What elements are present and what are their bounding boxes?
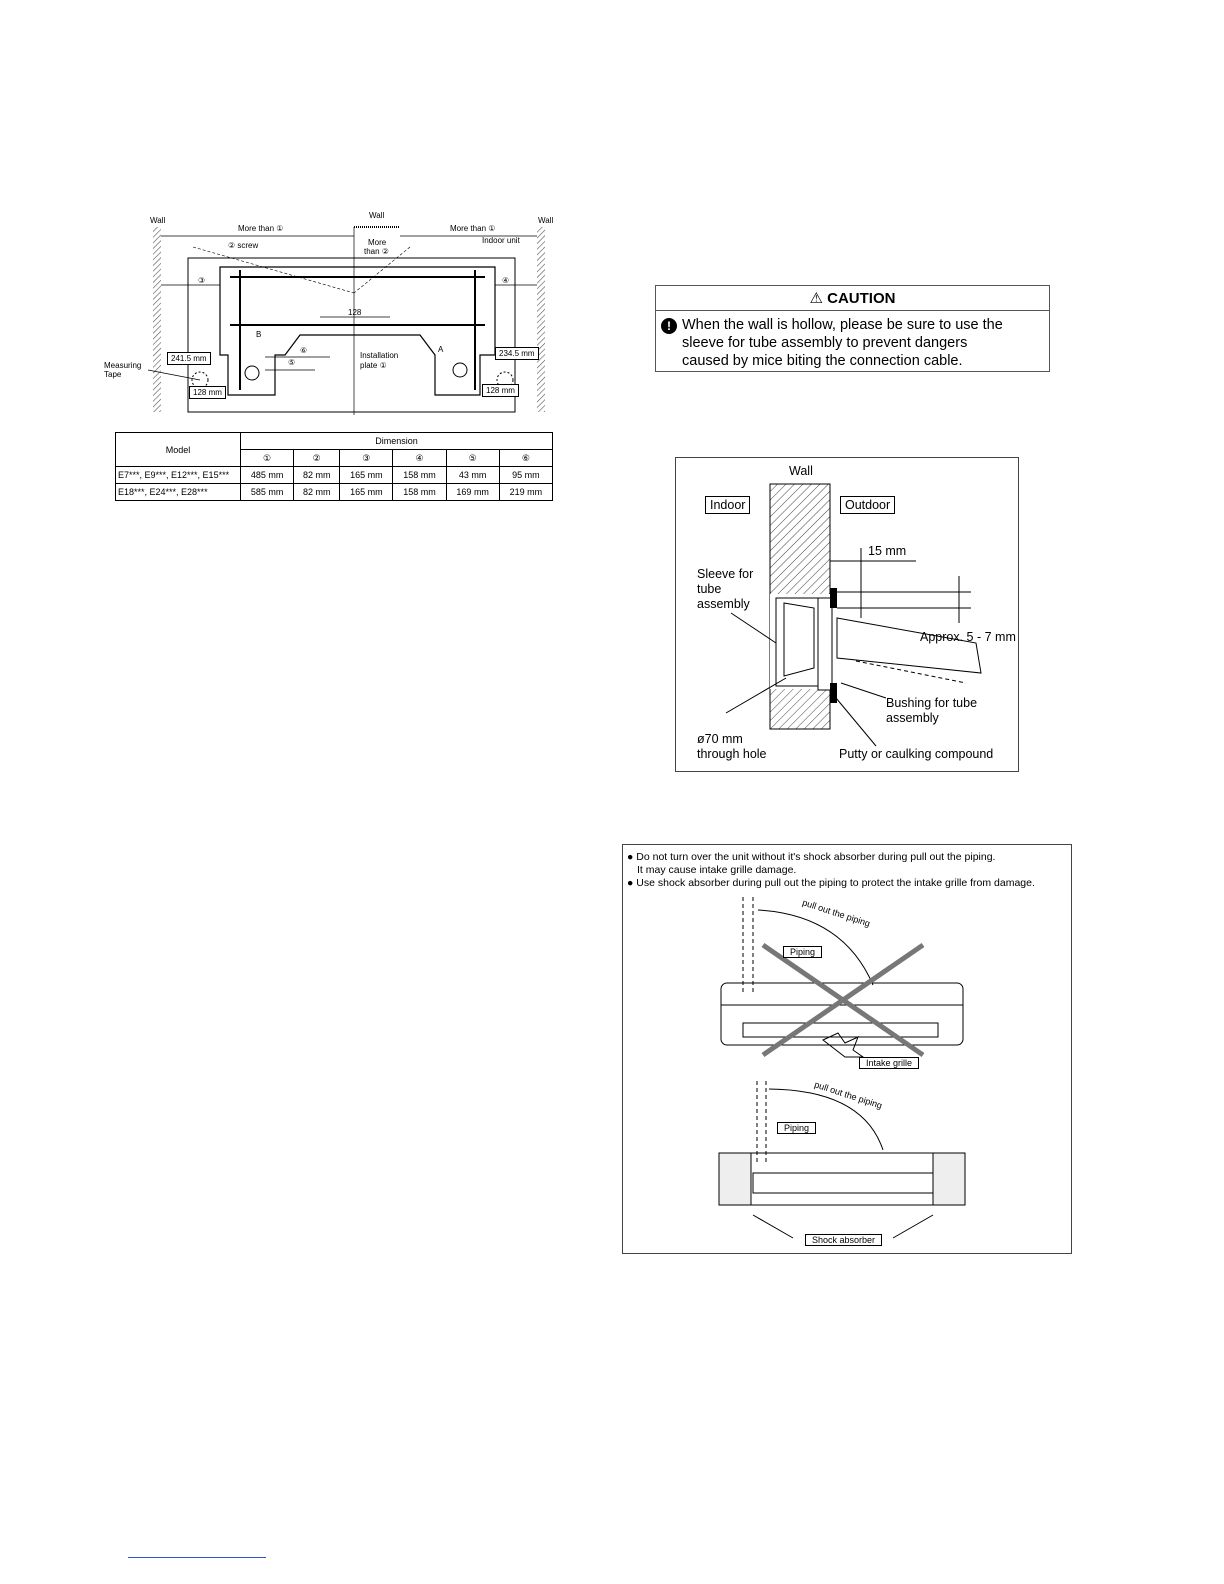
hole-label-2: through hole xyxy=(697,747,767,761)
model-cell: E7***, E9***, E12***, E15*** xyxy=(115,466,241,484)
table-row: E18***, E24***, E28*** 585 mm 82 mm 165 … xyxy=(115,483,554,501)
measuring-label: Measuring xyxy=(104,361,142,370)
right-bottom-box: 128 mm xyxy=(482,384,519,397)
indoor-tag: Indoor xyxy=(705,496,751,514)
dim-cell: 158 mm xyxy=(392,466,447,484)
shock-absorber-tag: Shock absorber xyxy=(805,1234,883,1246)
outdoor-tag: Outdoor xyxy=(840,496,896,514)
hole-label: ø70 mm xyxy=(697,732,743,746)
dim-cell: 219 mm xyxy=(498,483,554,501)
note-1b: It may cause intake grille damage. xyxy=(637,864,797,876)
circ5-label: ⑤ xyxy=(288,358,296,367)
left-bottom-box: 128 mm xyxy=(189,386,226,399)
putty-label: Putty or caulking compound xyxy=(839,747,994,761)
dimension-header: Dimension xyxy=(240,432,553,450)
circ4-label: ④ xyxy=(502,276,510,285)
bushing-label-2: assembly xyxy=(886,711,939,725)
right-dim-box: 234.5 mm xyxy=(495,347,539,360)
wall-right-label: Wall xyxy=(538,216,554,225)
piping-tag-1: Piping xyxy=(783,946,823,958)
intake-grille-tag: Intake grille xyxy=(859,1057,920,1069)
absorber-drawing xyxy=(718,897,966,1239)
dim-cell: 82 mm xyxy=(293,466,341,484)
dim-15-label: 15 mm xyxy=(868,544,907,558)
dim-cell: 43 mm xyxy=(445,466,500,484)
col-header: ④ xyxy=(392,449,447,467)
install-plate-label-2: plate ① xyxy=(360,361,387,370)
more-than-2-label: More xyxy=(368,238,387,247)
dim-cell: 485 mm xyxy=(239,466,295,484)
dim-cell: 82 mm xyxy=(293,483,341,501)
table-row: E7***, E9***, E12***, E15*** 485 mm 82 m… xyxy=(115,466,554,484)
exclamation-icon: ! xyxy=(661,318,677,334)
caution-header: ⚠ CAUTION xyxy=(656,286,1049,311)
dim-cell: 165 mm xyxy=(339,466,394,484)
more-than-right-label: More than ① xyxy=(450,224,496,233)
note-1: ● Do not turn over the unit without it's… xyxy=(627,851,996,863)
sleeve-diagram: Wall Indoor Outdoor 15 mm Sleeve for tub… xyxy=(675,457,1019,772)
caution-body: ! When the wall is hollow, please be sur… xyxy=(656,311,1049,370)
col-header: ② xyxy=(293,449,341,467)
warning-triangle-icon: ⚠ xyxy=(809,290,823,307)
circ6-label: ⑥ xyxy=(300,346,308,355)
caution-line: sleeve for tube assembly to prevent dang… xyxy=(682,335,968,351)
mark-b-label: B xyxy=(256,330,262,339)
dimension-table: Model Dimension ① ② ③ ④ ⑤ ⑥ E7***, E9***… xyxy=(115,432,554,501)
wall-left-label: Wall xyxy=(150,216,166,225)
footer-link-underline xyxy=(128,1557,266,1558)
dim-cell: 585 mm xyxy=(239,483,295,501)
wall-center-label: Wall xyxy=(369,211,385,220)
col-header: ① xyxy=(239,449,295,467)
caution-box: ⚠ CAUTION ! When the wall is hollow, ple… xyxy=(655,285,1050,372)
caution-title: CAUTION xyxy=(827,290,896,307)
screw-label: ② screw xyxy=(228,241,259,250)
note-2: ● Use shock absorber during pull out the… xyxy=(627,877,1035,889)
center-dim-label: 128 xyxy=(348,308,362,317)
model-cell: E18***, E24***, E28*** xyxy=(115,483,241,501)
mark-a-label: A xyxy=(438,345,444,354)
circ3-label: ③ xyxy=(198,276,206,285)
col-header: ③ xyxy=(339,449,394,467)
install-plate-label: Installation xyxy=(360,351,399,360)
sleeve-label-3: assembly xyxy=(697,597,750,611)
wall-label: Wall xyxy=(789,464,813,478)
col-header: ⑤ xyxy=(445,449,500,467)
indoor-unit-label: Indoor unit xyxy=(482,236,520,245)
dim-cell: 95 mm xyxy=(498,466,554,484)
installation-plate-diagram: Wall Wall Wall More than ① More than ① M… xyxy=(100,205,560,420)
col-header: ⑥ xyxy=(498,449,554,467)
caution-line: When the wall is hollow, please be sure … xyxy=(682,317,1003,333)
sleeve-label-2: tube xyxy=(697,582,722,596)
model-header: Model xyxy=(115,432,241,467)
dim-cell: 165 mm xyxy=(339,483,394,501)
piping-tag-2: Piping xyxy=(777,1122,817,1134)
dim-cell: 158 mm xyxy=(392,483,447,501)
measuring-label-2: Tape xyxy=(104,370,122,379)
approx-label: Approx. 5 - 7 mm xyxy=(920,630,1016,644)
sleeve-drawing xyxy=(725,483,982,747)
shock-absorber-box: ● Do not turn over the unit without it's… xyxy=(622,844,1072,1254)
more-than-left-label: More than ① xyxy=(238,224,284,233)
plate-drawing xyxy=(147,226,545,415)
dim-cell: 169 mm xyxy=(445,483,500,501)
caution-line: caused by mice biting the connection cab… xyxy=(682,353,963,369)
more-than-2-label-2: than ② xyxy=(364,247,389,256)
bushing-label: Bushing for tube xyxy=(886,696,978,710)
sleeve-label: Sleeve for xyxy=(697,567,754,581)
left-dim-box: 241.5 mm xyxy=(167,352,211,365)
